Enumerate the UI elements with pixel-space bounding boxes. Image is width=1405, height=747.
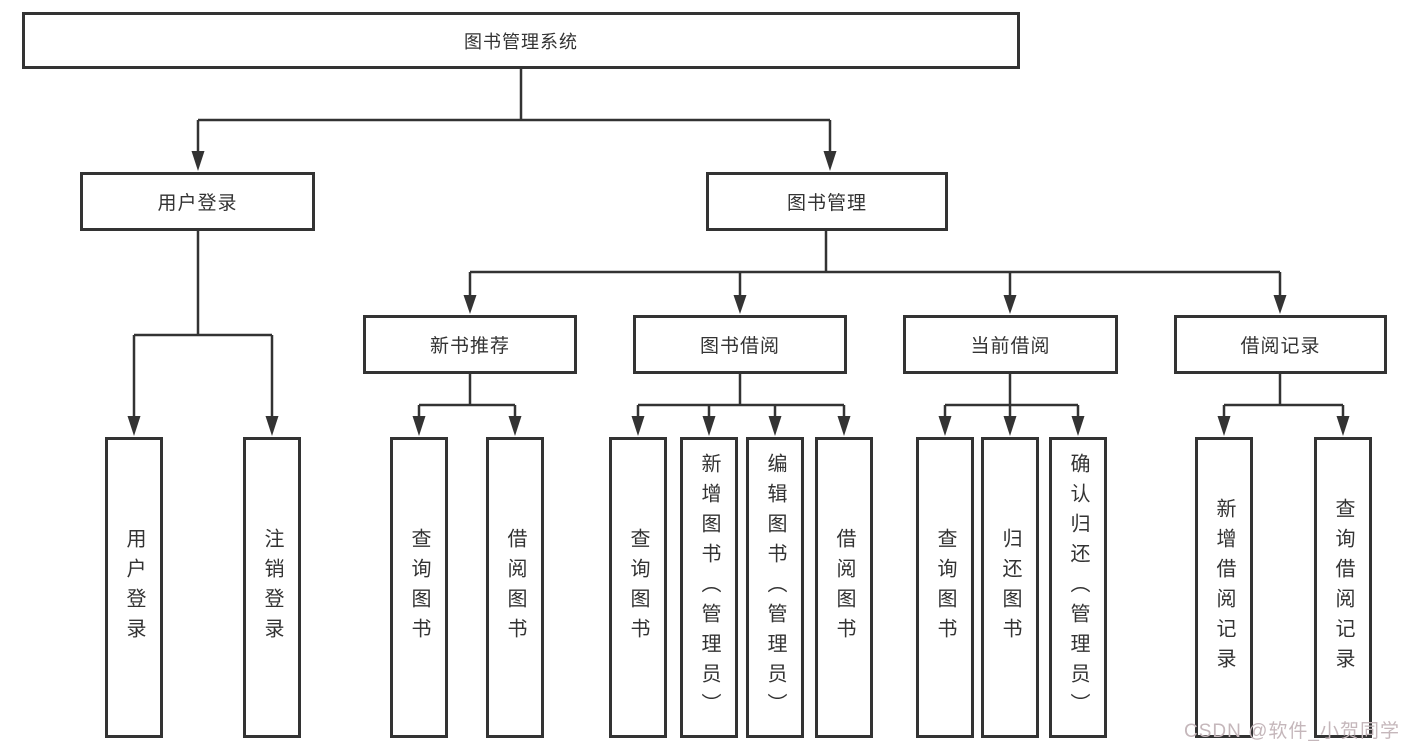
leaf-query-books-1: 查询图书 <box>390 437 448 738</box>
leaf-user-login: 用户登录 <box>105 437 163 738</box>
leaf-add-books-admin: 新增图书（管理员） <box>680 437 738 738</box>
leaf-query-books-3: 查询图书 <box>916 437 974 738</box>
connector-paths <box>132 68 1345 418</box>
leaf-query-borrow-record: 查询借阅记录 <box>1314 437 1372 738</box>
leaf-edit-books-admin: 编辑图书（管理员） <box>746 437 804 738</box>
leaf-logout-label: 注销登录 <box>261 527 283 648</box>
node-borrowing-records: 借阅记录 <box>1174 315 1387 374</box>
leaf-borrow-books-1: 借阅图书 <box>486 437 544 738</box>
leaf-borrow-books-2-label: 借阅图书 <box>833 527 855 648</box>
leaf-edit-books-admin-label: 编辑图书（管理员） <box>764 452 786 723</box>
arrowheads <box>127 151 1350 436</box>
leaf-add-borrow-record: 新增借阅记录 <box>1195 437 1253 738</box>
node-current-borrowing: 当前借阅 <box>903 315 1118 374</box>
leaf-user-login-label: 用户登录 <box>123 527 145 648</box>
leaf-add-borrow-record-label: 新增借阅记录 <box>1213 497 1235 678</box>
leaf-borrow-books-2: 借阅图书 <box>815 437 873 738</box>
leaf-return-books-label: 归还图书 <box>999 527 1021 648</box>
leaf-query-books-1-label: 查询图书 <box>408 527 430 648</box>
node-new-book-recommend: 新书推荐 <box>363 315 577 374</box>
leaf-return-books: 归还图书 <box>981 437 1039 738</box>
node-library-management-system: 图书管理系统 <box>22 12 1020 69</box>
node-book-borrowing: 图书借阅 <box>633 315 847 374</box>
leaf-confirm-return-admin: 确认归还（管理员） <box>1049 437 1107 738</box>
node-book-management: 图书管理 <box>706 172 948 231</box>
leaf-add-books-admin-label: 新增图书（管理员） <box>698 452 720 723</box>
leaf-query-borrow-record-label: 查询借阅记录 <box>1332 497 1354 678</box>
leaf-logout: 注销登录 <box>243 437 301 738</box>
leaf-confirm-return-admin-label: 确认归还（管理员） <box>1067 452 1089 723</box>
node-user-login: 用户登录 <box>80 172 315 231</box>
leaf-borrow-books-1-label: 借阅图书 <box>504 527 526 648</box>
leaf-query-books-2: 查询图书 <box>609 437 667 738</box>
leaf-query-books-2-label: 查询图书 <box>627 527 649 648</box>
leaf-query-books-3-label: 查询图书 <box>934 527 956 648</box>
